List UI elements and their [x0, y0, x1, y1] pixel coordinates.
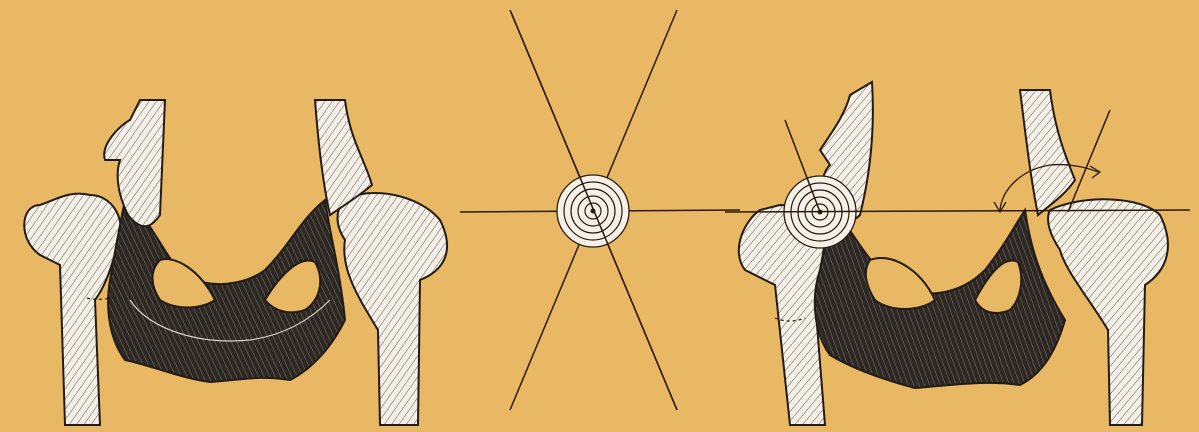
- right-pelvis-illustration: [720, 0, 1199, 432]
- left-pelvis-illustration: [0, 0, 470, 432]
- left-femur: [24, 194, 121, 425]
- angled-line-right: [1068, 110, 1110, 212]
- right-femur: [1048, 199, 1168, 425]
- obturator-left: [866, 258, 935, 309]
- right-femur: [338, 193, 448, 425]
- right-ilium: [1020, 90, 1075, 215]
- obturator-right: [975, 260, 1021, 313]
- target-diagram: [455, 0, 745, 432]
- obturator-left: [153, 259, 216, 307]
- target-circles: [557, 175, 629, 247]
